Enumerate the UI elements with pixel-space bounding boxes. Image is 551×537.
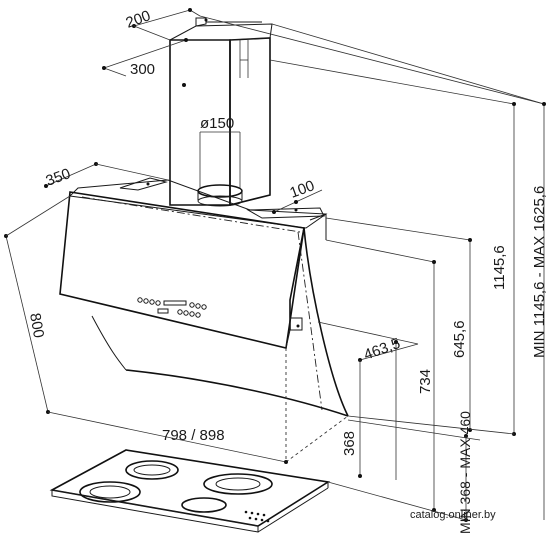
duct-outlet — [197, 131, 243, 207]
label-body-height: 734 — [417, 369, 434, 394]
label-bottom-clearance: 368 — [341, 431, 358, 456]
watermark: catalog.onliner.by — [410, 509, 496, 521]
label-overall-height: 1145,6 — [491, 245, 508, 290]
label-duct-diameter: ø150 — [200, 115, 234, 132]
label-canopy-depth: 463,5 — [362, 335, 403, 364]
glass-panel — [59, 191, 323, 411]
hood-body — [91, 213, 349, 417]
hob-controls — [244, 510, 270, 523]
label-hood-depth: 350 — [44, 165, 73, 190]
control-buttons — [137, 297, 207, 318]
label-height-range: MIN 1145,6 - MAX 1625,6 — [531, 186, 548, 358]
label-panel-height: 800 — [26, 312, 47, 340]
label-hood-width: 798 / 898 — [162, 427, 225, 444]
projection-lines — [285, 348, 349, 463]
label-chimney-depth: 200 — [124, 7, 153, 32]
dimension-lines — [4, 8, 546, 522]
label-glass-height: 645,6 — [451, 320, 468, 358]
chimney — [169, 17, 273, 207]
label-outlet-offset: 100 — [288, 177, 317, 202]
label-chimney-width: 300 — [130, 61, 155, 78]
label-hob-distance: MIN 368 - MAX 460 — [457, 411, 473, 534]
